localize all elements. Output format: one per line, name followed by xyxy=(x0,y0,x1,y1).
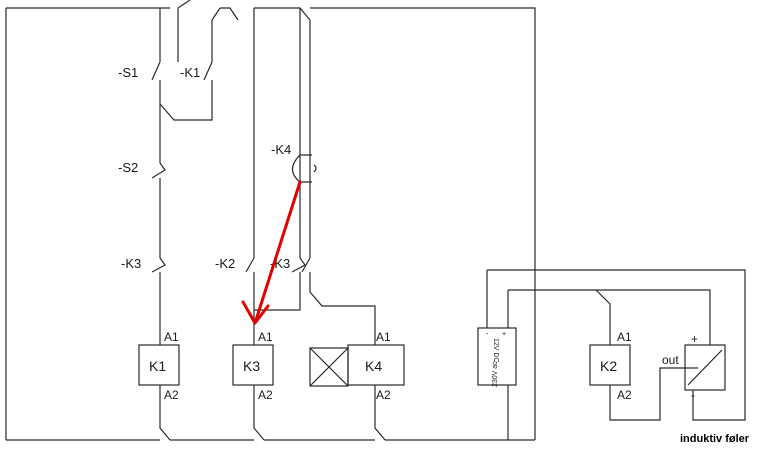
label-s1: -S1 xyxy=(118,65,138,80)
coil-k1-a1: A1 xyxy=(164,330,179,344)
coil-k1: K1 A1 A2 xyxy=(138,330,180,402)
contact-k1-hold: -K1 xyxy=(180,61,213,81)
coil-k2-a1: A1 xyxy=(617,330,632,344)
annotation-arrow xyxy=(241,180,302,325)
coil-k2: K2 A1 A2 xyxy=(589,330,632,402)
label-s2: -S2 xyxy=(118,160,138,175)
contact-k4-timer: -K4 xyxy=(271,142,317,183)
wiring xyxy=(5,0,746,441)
label-k2-contact: -K2 xyxy=(215,256,235,271)
psu-plus: + xyxy=(502,331,506,338)
contact-s1: -S1 xyxy=(118,61,161,81)
coil-k1-a2: A2 xyxy=(164,388,179,402)
coil-k4-a1: A1 xyxy=(376,330,391,344)
coil-k3-a1: A1 xyxy=(258,330,273,344)
coil-k3: K3 A1 A2 xyxy=(232,330,274,402)
coil-k3-a2: A2 xyxy=(258,388,273,402)
label-k1-contact: -K1 xyxy=(180,65,200,80)
coil-k2-a2: A2 xyxy=(617,388,632,402)
sensor-caption: induktiv føler xyxy=(680,433,750,445)
coil-k4: K4 A1 A2 xyxy=(309,330,405,402)
psu-ac-label: 230V ac xyxy=(492,361,499,387)
contact-s2: -S2 xyxy=(118,160,166,179)
psu-dc-label: 12V DC xyxy=(492,338,499,363)
label-k4-contact: -K4 xyxy=(271,142,291,157)
contact-k3-right2 xyxy=(301,257,311,273)
coil-k4-name: K4 xyxy=(365,358,382,374)
contact-k2: -K2 xyxy=(215,256,255,273)
power-supply: 12V DC 230V ac + - xyxy=(477,327,517,387)
coil-k1-name: K1 xyxy=(149,358,166,374)
sensor-out-label: out xyxy=(662,353,679,367)
inductive-sensor: out + - induktiv føler xyxy=(662,332,750,445)
coil-k2-name: K2 xyxy=(600,358,617,374)
coil-k4-a2: A2 xyxy=(376,388,391,402)
psu-minus: - xyxy=(486,331,489,338)
sensor-minus: - xyxy=(691,388,695,402)
label-k3-contact-left: -K3 xyxy=(121,256,141,271)
sensor-plus: + xyxy=(691,332,698,346)
coil-k3-name: K3 xyxy=(243,358,260,374)
contact-k3-left: -K3 xyxy=(121,256,166,273)
